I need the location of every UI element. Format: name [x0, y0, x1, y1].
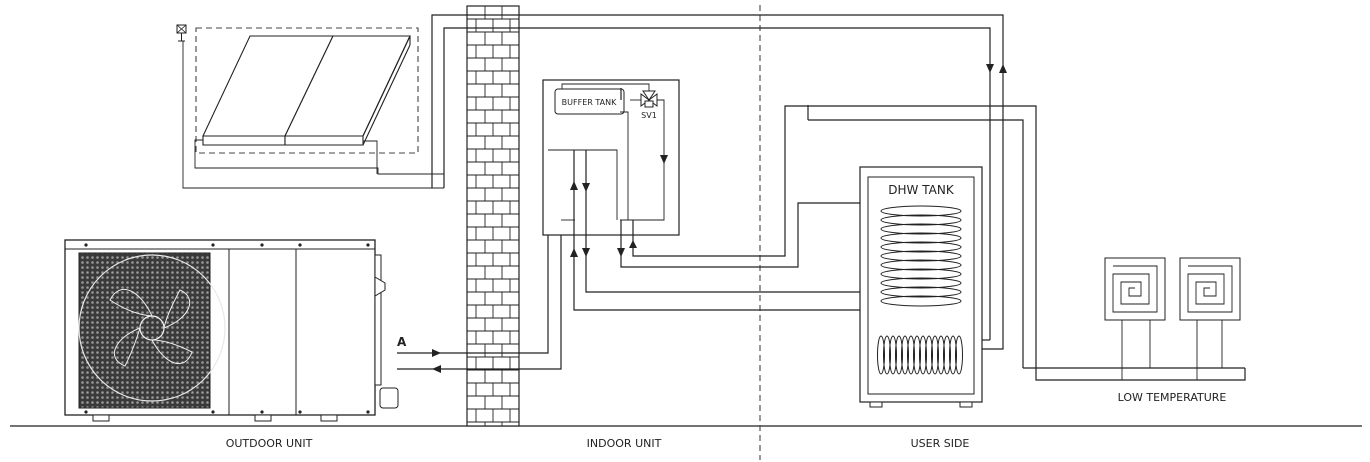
label-connection-a: A [397, 335, 407, 349]
label-outdoor-unit: OUTDOOR UNIT [226, 437, 313, 450]
dhw-tank [859, 166, 983, 408]
label-buffer-tank: BUFFER TANK [562, 98, 617, 107]
sensor-icon [176, 24, 187, 42]
indoor-unit [542, 79, 680, 236]
label-dhw-tank: DHW TANK [888, 183, 955, 197]
circuit-pipes [570, 88, 1246, 381]
heating-coil [880, 205, 962, 307]
valve-icon [640, 90, 658, 108]
solar-pipes [182, 41, 444, 189]
label-valve: SV1 [641, 111, 657, 120]
label-indoor-unit: INDOOR UNIT [587, 437, 662, 450]
brick-wall [466, 5, 520, 427]
solar-panel [195, 27, 419, 154]
label-low-temperature: LOW TEMPERATURE [1118, 391, 1227, 404]
floor-heating [1023, 257, 1245, 380]
outdoor-unit [64, 239, 399, 422]
label-user-side: USER SIDE [911, 437, 970, 450]
solar-coil [877, 335, 963, 375]
